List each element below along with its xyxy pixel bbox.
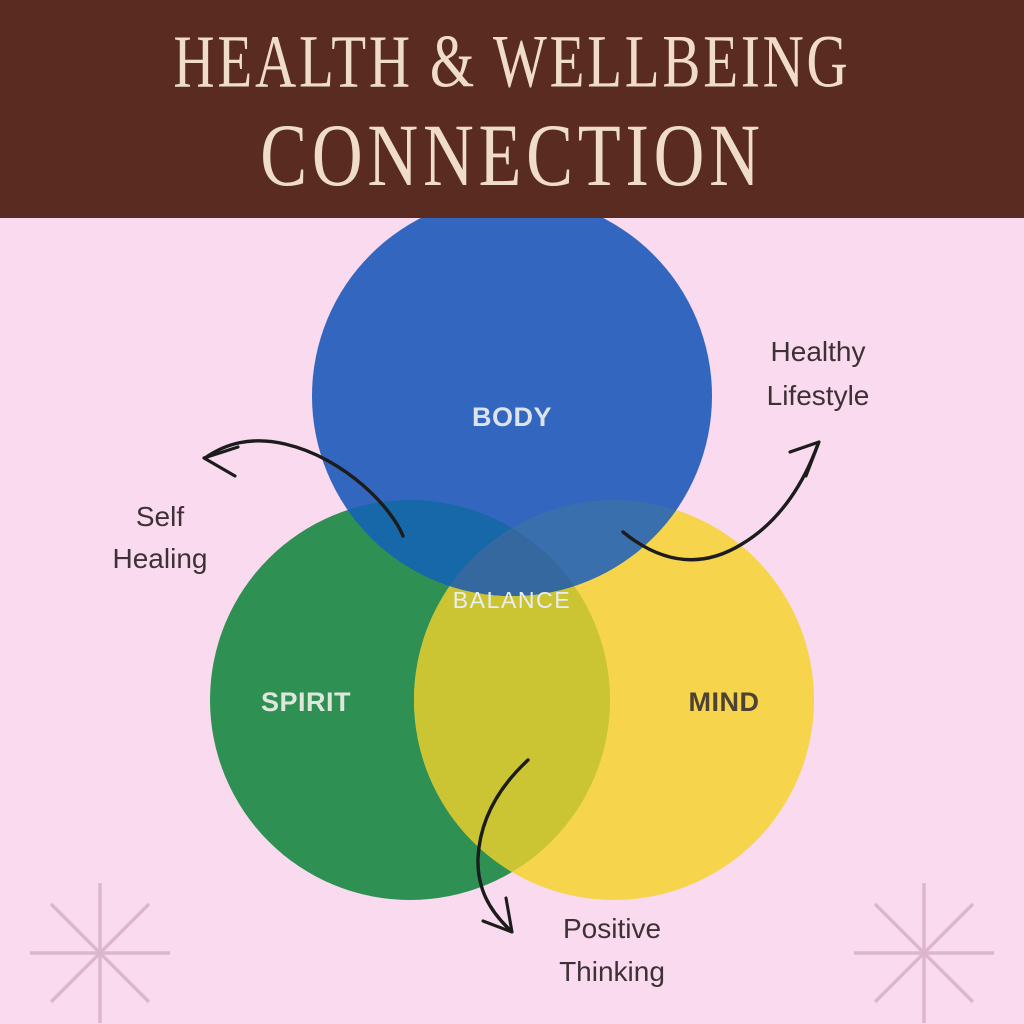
- arrow-self-healing: [203, 439, 405, 538]
- venn-diagram: BODY SPIRIT MIND BALANCE Self Healing He…: [0, 218, 1024, 1024]
- arrow-healthy-lifestyle: [621, 442, 820, 562]
- callout-healthy-lifestyle-line2: Lifestyle: [767, 380, 870, 411]
- venn-label-balance: BALANCE: [453, 587, 572, 613]
- header-banner: HEALTH & WELLBEING CONNECTION: [0, 0, 1024, 218]
- star-decoration-left: [30, 883, 170, 1023]
- venn-overlap-spirit-mind: [414, 500, 610, 900]
- callout-healthy-lifestyle-line1: Healthy: [771, 336, 866, 367]
- arrowhead-self-healing: [202, 445, 240, 478]
- venn-label-spirit: SPIRIT: [261, 687, 351, 717]
- venn-label-body: BODY: [472, 402, 552, 432]
- arrowhead-positive-thinking: [481, 896, 514, 934]
- star-decoration-right: [854, 883, 994, 1023]
- callout-positive-thinking-line2: Thinking: [559, 956, 665, 987]
- callout-self-healing-line2: Healing: [113, 543, 208, 574]
- arrowhead-healthy-lifestyle: [788, 440, 821, 478]
- page-title-line2: CONNECTION: [259, 106, 765, 206]
- venn-label-mind: MIND: [689, 687, 760, 717]
- callout-positive-thinking-line1: Positive: [563, 913, 661, 944]
- callout-self-healing-line1: Self: [136, 501, 184, 532]
- arrow-positive-thinking: [476, 758, 530, 932]
- page-title-line1: HEALTH & WELLBEING: [173, 20, 851, 104]
